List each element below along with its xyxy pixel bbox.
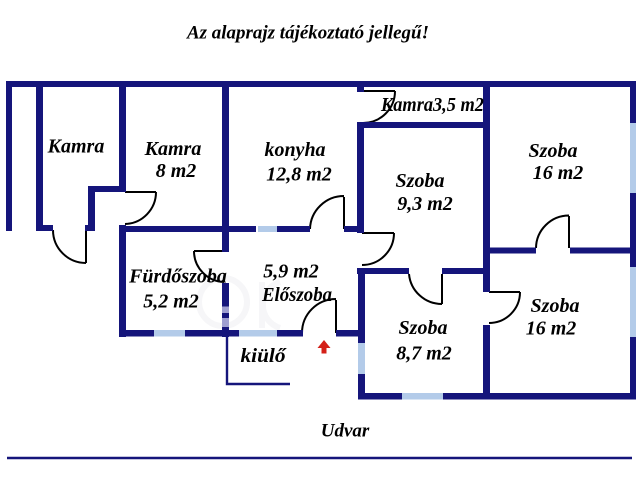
svg-text:Az alaprajz tájékoztató jelleg: Az alaprajz tájékoztató jellegű! <box>186 23 429 44</box>
svg-text:12,8 m2: 12,8 m2 <box>266 164 332 186</box>
svg-text:5,9 m2: 5,9 m2 <box>263 261 319 283</box>
svg-text:Szoba: Szoba <box>396 170 445 192</box>
svg-text:16 m2: 16 m2 <box>526 318 577 340</box>
svg-text:Udvar: Udvar <box>321 421 370 442</box>
svg-text:5,2 m2: 5,2 m2 <box>143 291 199 313</box>
svg-text:Szoba: Szoba <box>399 317 448 339</box>
svg-text:8,7 m2: 8,7 m2 <box>396 343 452 365</box>
svg-text:Szoba: Szoba <box>531 295 580 317</box>
svg-text:8 m2: 8 m2 <box>156 160 197 182</box>
svg-text:16 m2: 16 m2 <box>533 162 584 184</box>
svg-text:Kamra: Kamra <box>144 138 202 160</box>
svg-text:Fürdőszoba: Fürdőszoba <box>128 266 227 288</box>
svg-text:9,3 m2: 9,3 m2 <box>397 193 453 215</box>
svg-text:Kamra: Kamra <box>47 136 105 158</box>
svg-text:konyha: konyha <box>264 139 325 161</box>
svg-text:kiülő: kiülő <box>241 345 288 367</box>
svg-text:Kamra3,5 m2: Kamra3,5 m2 <box>380 94 484 116</box>
svg-text:Előszoba: Előszoba <box>261 284 332 306</box>
svg-text:Szoba: Szoba <box>529 140 578 162</box>
